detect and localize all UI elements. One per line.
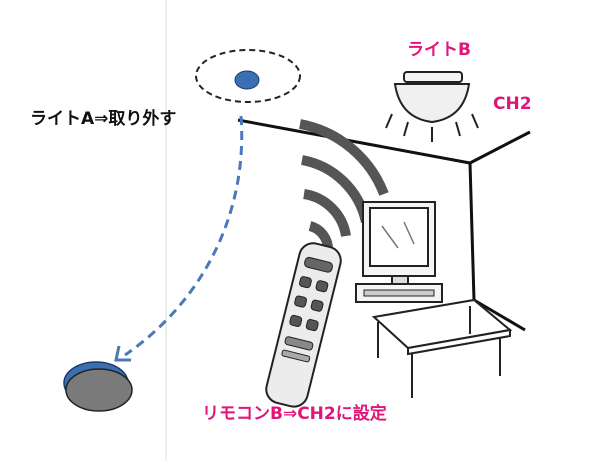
ceiling-light-icon bbox=[385, 71, 479, 142]
dashed-arrow-icon bbox=[114, 115, 244, 362]
light-b-label: ライトB bbox=[407, 40, 471, 60]
remote-label: リモコンB⇒CH2に設定 bbox=[202, 404, 387, 424]
channel-label: CH2 bbox=[493, 94, 532, 114]
room-outline bbox=[237, 118, 531, 332]
light-a-label: ライトA⇒取り外す bbox=[30, 109, 177, 129]
remote-control-icon bbox=[265, 242, 342, 408]
tv-icon bbox=[355, 201, 443, 303]
light-a-mount bbox=[195, 49, 301, 103]
removed-light-icon bbox=[63, 361, 133, 412]
table-icon bbox=[371, 298, 513, 398]
